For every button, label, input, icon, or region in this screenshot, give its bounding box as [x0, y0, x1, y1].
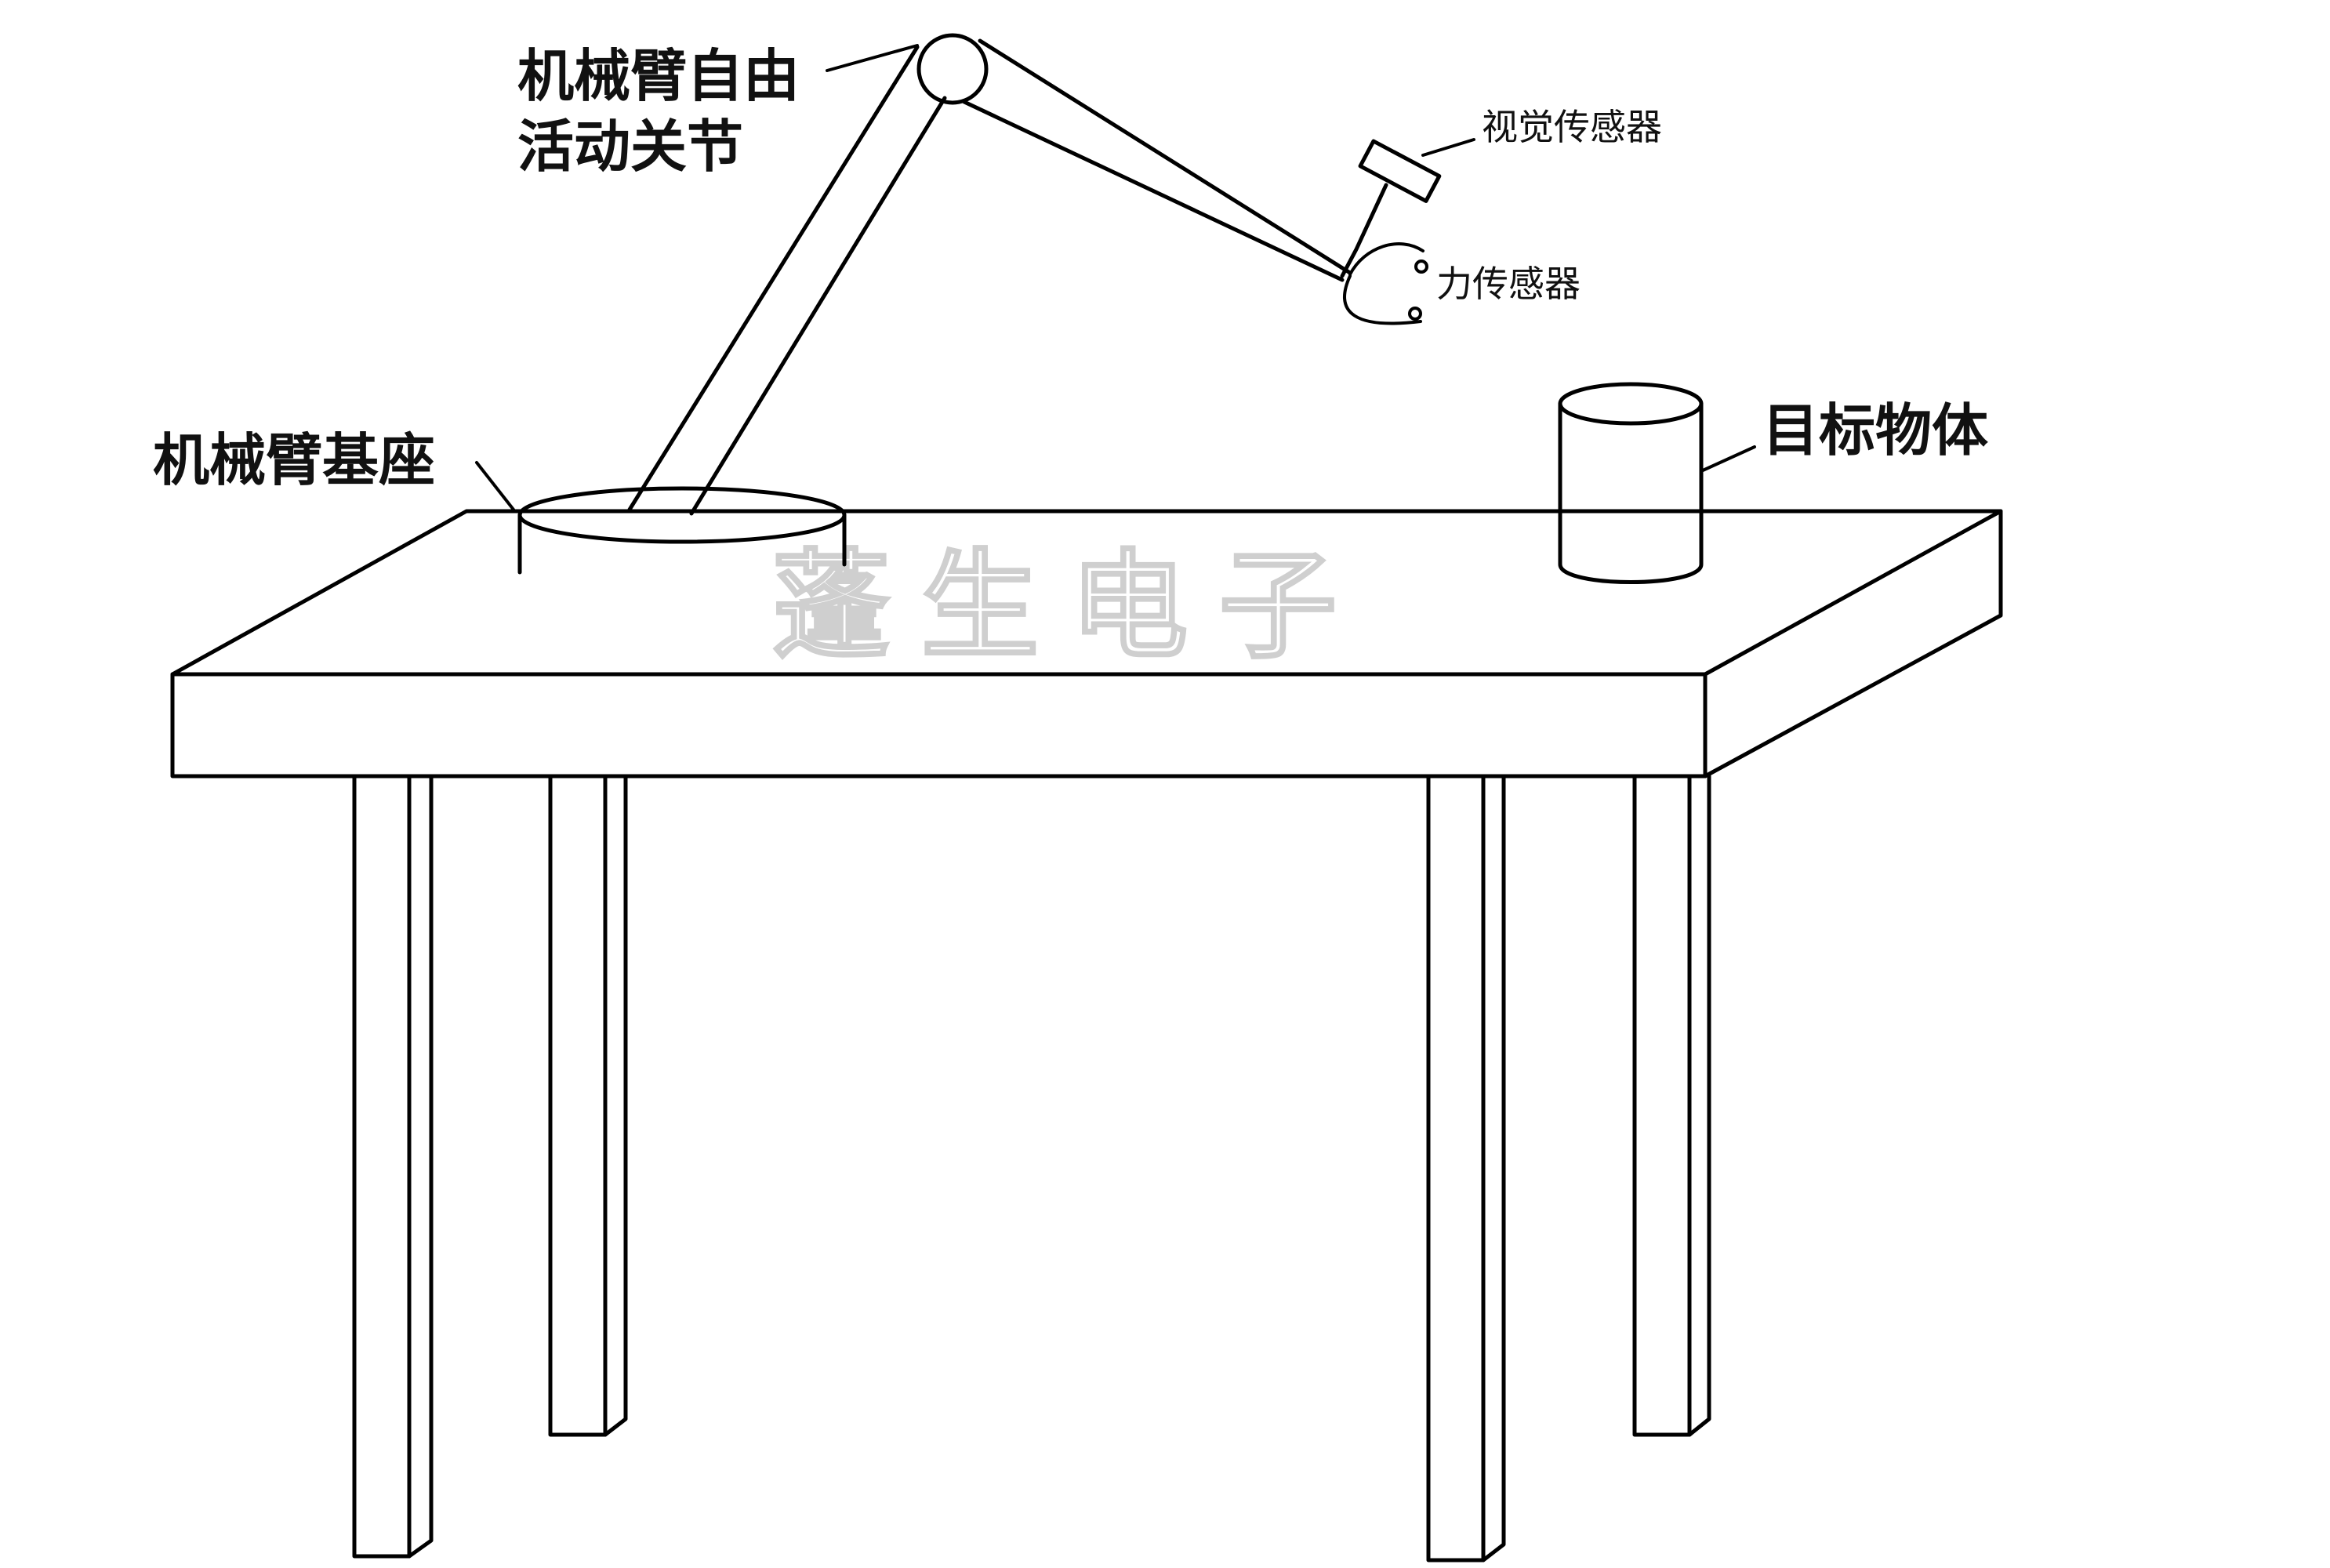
robot-arm	[627, 33, 1442, 516]
label-arm-joint-line1: 机械臂自由	[517, 43, 800, 109]
robot-arm-base	[517, 486, 847, 575]
leader-target	[1701, 445, 1756, 472]
table-top	[170, 509, 2003, 779]
label-arm-joint-line2: 活动关节	[517, 114, 743, 180]
table-leg-front-left	[352, 774, 434, 1559]
table-leg-front-right	[1426, 774, 1506, 1563]
vision-sensor	[1358, 139, 1442, 203]
arm-joint	[916, 33, 989, 105]
label-force-sensor: 力传感器	[1436, 263, 1581, 305]
watermark: 蓬生电子	[772, 537, 1368, 675]
leader-base	[475, 461, 515, 511]
table-leg-back-left	[548, 774, 628, 1437]
leader-vision	[1421, 138, 1475, 157]
table-legs	[352, 774, 1711, 1563]
label-arm-base: 机械臂基座	[153, 427, 435, 493]
label-vision-sensor: 视觉传感器	[1482, 106, 1662, 148]
leader-joint	[826, 44, 919, 72]
table-leg-back-right	[1632, 774, 1711, 1437]
label-target-object: 目标物体	[1762, 397, 1988, 463]
gripper	[1340, 183, 1428, 325]
leader-lines	[475, 44, 1756, 511]
target-object	[1558, 382, 1704, 584]
